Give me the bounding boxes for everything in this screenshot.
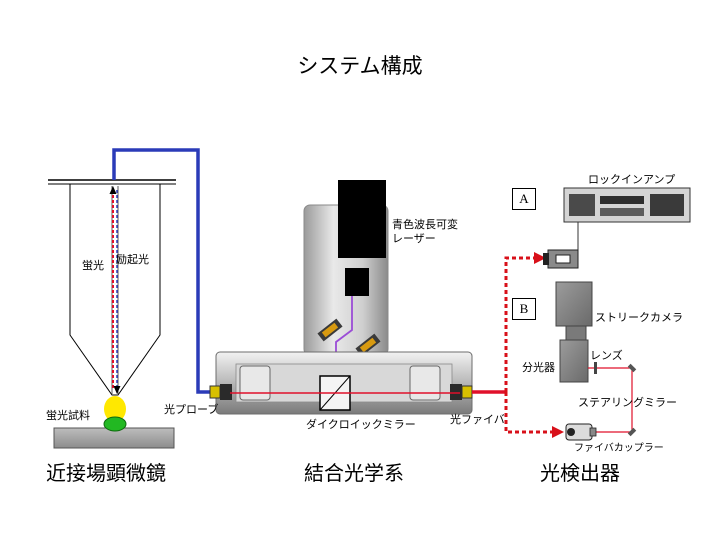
dichroic-label: ダイクロイックミラー bbox=[306, 418, 416, 431]
probe-connector bbox=[209, 385, 221, 399]
route-b-arrowhead bbox=[552, 426, 564, 438]
photodetector-window bbox=[555, 254, 571, 264]
probe-fiber-cable bbox=[112, 148, 214, 394]
probe-funnel-outline bbox=[69, 184, 161, 396]
route-to-detector-b bbox=[504, 392, 552, 434]
route-a-arrowhead bbox=[534, 252, 546, 264]
upper-mirror-left bbox=[317, 318, 343, 342]
microscope-group bbox=[48, 179, 176, 449]
lockin-panel-mid2 bbox=[600, 208, 644, 216]
coupling-optics-group bbox=[209, 180, 473, 415]
option-a-box: A bbox=[512, 188, 536, 210]
detector-group bbox=[504, 187, 691, 441]
section-detectors: 光検出器 bbox=[540, 461, 620, 485]
fluorescence-arrowhead bbox=[109, 186, 117, 194]
spectrometer bbox=[559, 339, 589, 383]
fiber-coupler-knob bbox=[567, 428, 575, 436]
laser-aperture bbox=[345, 268, 369, 296]
fluorescent-sample bbox=[103, 416, 127, 432]
streak-camera-label: ストリークカメラ bbox=[595, 311, 683, 324]
lockin-panel-right bbox=[650, 194, 684, 216]
fiber-label: 光ファイバ bbox=[450, 413, 505, 426]
diagram-title: システム構成 bbox=[297, 54, 423, 78]
spectrometer-label: 分光器 bbox=[522, 361, 555, 374]
lockin-panel-left bbox=[569, 194, 595, 216]
steering-mirror-label: ステアリングミラー bbox=[578, 396, 677, 409]
sample-yellow-glow bbox=[104, 396, 126, 422]
fluorescence-label: 蛍光 bbox=[82, 259, 104, 272]
probe-label: 光プローブ bbox=[164, 403, 219, 416]
lockin-panel-mid bbox=[600, 196, 644, 204]
photodetector-front bbox=[543, 253, 549, 265]
fiber-connector bbox=[461, 385, 473, 399]
section-microscope: 近接場顕微鏡 bbox=[46, 461, 166, 485]
excitation-arrowhead bbox=[113, 386, 121, 394]
fiber-coupler-post bbox=[589, 427, 597, 437]
streak-camera-neck bbox=[565, 325, 587, 341]
laser-label: 青色波長可変 レーザー bbox=[392, 218, 458, 245]
sample-label: 蛍光試料 bbox=[46, 409, 90, 422]
fiber-connector-body bbox=[450, 384, 462, 400]
right-lens-mount bbox=[409, 365, 441, 401]
streak-camera bbox=[555, 281, 593, 327]
option-b-box: B bbox=[512, 298, 536, 320]
probe-connector-body bbox=[220, 384, 232, 400]
steering-mirror-top bbox=[627, 363, 637, 373]
steering-mirror-bottom bbox=[627, 427, 637, 437]
route-to-detector-a bbox=[504, 256, 536, 392]
upper-mirror-right bbox=[355, 333, 381, 357]
fiber-coupler-label: ファイバカップラー bbox=[574, 443, 664, 454]
laser-source bbox=[338, 180, 386, 258]
detection-beam bbox=[588, 367, 633, 433]
section-coupling-optics: 結合光学系 bbox=[304, 461, 404, 485]
focusing-lens bbox=[594, 362, 597, 374]
left-lens-mount bbox=[239, 365, 271, 401]
excitation-label: 励起光 bbox=[116, 253, 149, 266]
lockin-label: ロックインアンプ bbox=[588, 173, 676, 186]
lens-label: レンズ bbox=[590, 349, 623, 362]
